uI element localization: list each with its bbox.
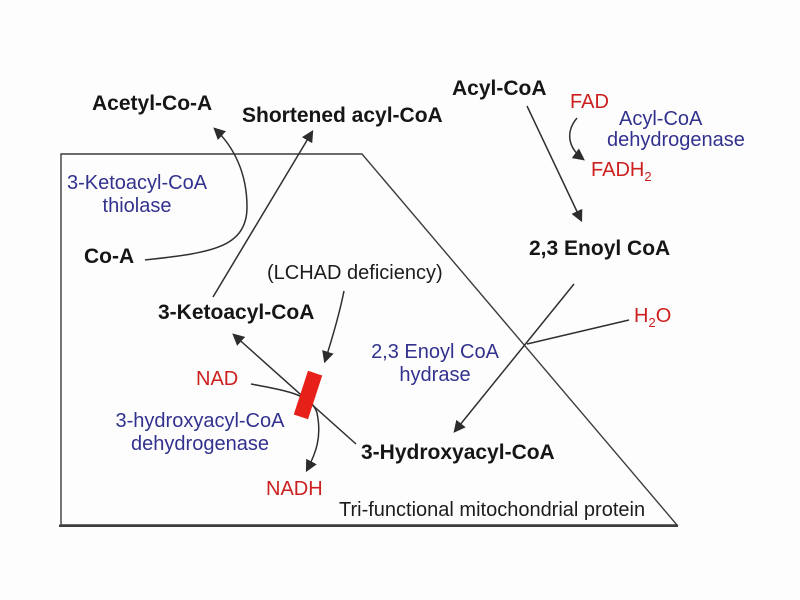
arrow-nad-to-nadh bbox=[250, 383, 320, 473]
enzyme-enoyl-hydrase-line2: hydrase bbox=[399, 364, 471, 386]
arrow-lchad-deficiency-pointer bbox=[322, 290, 345, 364]
node-hydroxyacyl-coa: 3-Hydroxyacyl-CoA bbox=[361, 441, 555, 464]
enzyme-enoyl-hydrase: 2,3 Enoyl CoA hydrase bbox=[355, 341, 515, 387]
node-ketoacyl-coa: 3-Ketoacyl-CoA bbox=[158, 301, 315, 324]
line-h2o-entry bbox=[526, 319, 630, 345]
lchad-block-marker bbox=[293, 370, 323, 420]
arrow-ketoacyl-to-shortened-acyl bbox=[212, 129, 314, 298]
cofactor-nad: NAD bbox=[196, 368, 239, 390]
arrow-coa-to-acetyl-coa bbox=[144, 127, 248, 261]
node-enoyl-coa: 2,3 Enoyl CoA bbox=[529, 237, 671, 260]
arrow-hydroxyacyl-to-ketoacyl bbox=[232, 333, 357, 445]
lchad-deficiency-note: (LCHAD deficiency) bbox=[267, 262, 443, 284]
arrow-acyl-coa-to-enoyl-coa bbox=[526, 105, 583, 223]
cofactor-h2o-h: H bbox=[634, 305, 649, 327]
cofactor-fad: FAD bbox=[570, 91, 609, 113]
enzyme-hydroxyacyl-dehydrogenase-line1: 3-hydroxyacyl-CoA bbox=[115, 410, 285, 432]
arrow-enoyl-to-hydroxyacyl bbox=[453, 283, 575, 433]
node-shortened-acyl-coa: Shortened acyl-CoA bbox=[242, 104, 443, 127]
enzyme-hydroxyacyl-dehydrogenase: 3-hydroxyacyl-CoA dehydrogenase bbox=[106, 410, 294, 456]
enzyme-thiolase-line2: thiolase bbox=[102, 195, 172, 217]
enzyme-hydroxyacyl-dehydrogenase-line2: dehydrogenase bbox=[131, 433, 269, 455]
enzyme-enoyl-hydrase-line1: 2,3 Enoyl CoA bbox=[371, 341, 499, 363]
cofactor-fadh2-base: FADH bbox=[591, 159, 645, 181]
node-acetyl-coa: Acetyl-Co-A bbox=[92, 92, 213, 115]
enzyme-acyl-dehydrogenase-line1: Acyl-CoA bbox=[619, 108, 703, 130]
cofactor-h2o-subscript: 2 bbox=[648, 315, 656, 330]
node-coa: Co-A bbox=[84, 245, 135, 268]
cofactor-fadh2: FADH2 bbox=[591, 159, 652, 184]
enzyme-thiolase: 3-Ketoacyl-CoA thiolase bbox=[58, 172, 216, 218]
cofactor-h2o-o: O bbox=[655, 305, 672, 327]
node-acyl-coa: Acyl-CoA bbox=[452, 77, 547, 100]
protein-caption: Tri-functional mitochondrial protein bbox=[339, 499, 646, 521]
arrow-fad-to-fadh2 bbox=[569, 117, 585, 161]
cofactor-h2o: H2O bbox=[634, 305, 672, 330]
enzyme-acyl-dehydrogenase-line2: dehydrogenase bbox=[607, 129, 745, 151]
cofactor-fadh2-subscript: 2 bbox=[644, 169, 652, 184]
enzyme-thiolase-line1: 3-Ketoacyl-CoA bbox=[66, 172, 208, 194]
cofactor-nadh: NADH bbox=[266, 478, 323, 500]
